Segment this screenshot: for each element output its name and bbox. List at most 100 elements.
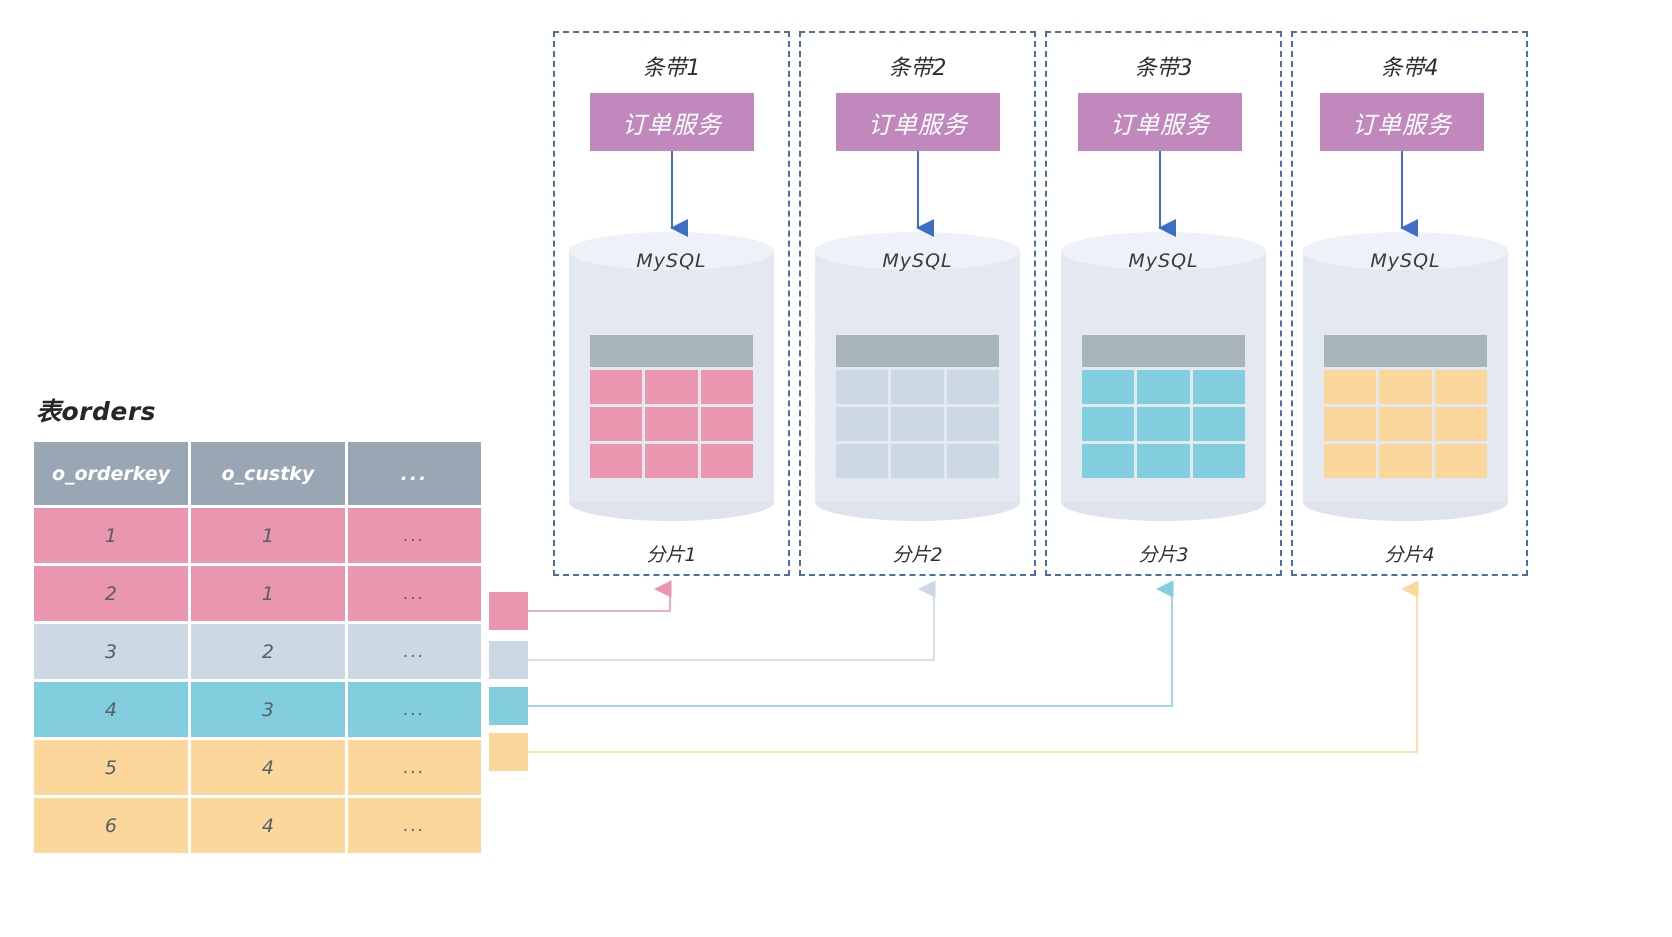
shard-mini-table-1 xyxy=(590,335,753,481)
shard-label-1: 分片1 xyxy=(646,544,697,566)
mini-cell xyxy=(645,444,698,478)
shard-label-3: 分片3 xyxy=(1138,544,1189,566)
mysql-cylinder-1: MySQL xyxy=(569,232,774,521)
mini-cell xyxy=(700,370,753,404)
stripe-panel-4 xyxy=(1291,31,1528,576)
mini-cell xyxy=(590,407,643,441)
mini-cell xyxy=(645,407,698,441)
cell-more: ... xyxy=(347,566,481,621)
mini-cell xyxy=(946,444,999,478)
mini-cell xyxy=(1082,444,1135,478)
mini-cell xyxy=(700,444,753,478)
page-title: 表orders xyxy=(36,397,157,426)
cell-more: ... xyxy=(347,798,481,853)
order-service-box-3[interactable]: 订单服务 xyxy=(1078,93,1242,151)
mini-cell xyxy=(645,370,698,404)
mini-cell xyxy=(891,407,944,441)
mini-cell xyxy=(836,444,889,478)
mini-cell xyxy=(1192,407,1245,441)
mini-cell xyxy=(836,370,889,404)
mysql-label-1: MySQL xyxy=(636,250,707,272)
mini-cell xyxy=(1137,444,1190,478)
stripe-panel-1 xyxy=(553,31,790,576)
shard-label-2: 分片2 xyxy=(892,544,943,566)
cell-o-orderkey: 3 xyxy=(34,624,188,679)
orders-table: o_orderkey o_custky ... 1 1 ... 2 1 ... … xyxy=(34,442,481,856)
table-row: 3 2 ... xyxy=(34,624,481,679)
mini-cell xyxy=(1324,407,1377,441)
column-header-o-orderkey: o_orderkey xyxy=(34,442,188,505)
cell-o-orderkey: 2 xyxy=(34,566,188,621)
mini-cell xyxy=(1324,444,1377,478)
stripe-label-2: 条带2 xyxy=(888,56,947,81)
table-header-row: o_orderkey o_custky ... xyxy=(34,442,481,505)
mini-cell xyxy=(891,370,944,404)
shard-mini-table-3 xyxy=(1082,335,1245,481)
stripe-label-1: 条带1 xyxy=(642,56,701,81)
table-row: 4 3 ... xyxy=(34,682,481,737)
cell-o-custky: 1 xyxy=(190,566,345,621)
mysql-label-4: MySQL xyxy=(1370,250,1441,272)
mini-cell xyxy=(891,444,944,478)
mini-cell xyxy=(1324,370,1377,404)
legend-swatch-shard-1 xyxy=(489,592,528,630)
cell-o-custky: 4 xyxy=(190,798,345,853)
shard-mini-table-2 xyxy=(836,335,999,481)
order-service-box-4[interactable]: 订单服务 xyxy=(1320,93,1484,151)
mini-cell xyxy=(946,407,999,441)
mini-cell xyxy=(1082,407,1135,441)
table-row: 2 1 ... xyxy=(34,566,481,621)
legend-swatch-shard-4 xyxy=(489,733,528,771)
mini-cell xyxy=(1434,444,1487,478)
connector-shard-3 xyxy=(528,580,1174,707)
legend-swatch-shard-3 xyxy=(489,687,528,725)
table-row: 1 1 ... xyxy=(34,508,481,563)
mysql-cylinder-2: MySQL xyxy=(815,232,1020,521)
connector-shard-4 xyxy=(528,580,1419,753)
legend-swatch-shard-2 xyxy=(489,641,528,679)
cell-o-orderkey: 5 xyxy=(34,740,188,795)
connector-shard-1 xyxy=(528,580,672,612)
cell-o-custky: 2 xyxy=(190,624,345,679)
stripe-label-4: 条带4 xyxy=(1380,56,1439,81)
mini-table-header xyxy=(1082,335,1245,367)
mini-cell xyxy=(590,444,643,478)
mini-cell xyxy=(1137,370,1190,404)
mini-cell xyxy=(700,407,753,441)
mini-table-header xyxy=(590,335,753,367)
mini-cell xyxy=(1192,444,1245,478)
mini-cell xyxy=(1379,407,1432,441)
order-service-box-2[interactable]: 订单服务 xyxy=(836,93,1000,151)
stripe-panel-2 xyxy=(799,31,1036,576)
cell-o-custky: 1 xyxy=(190,508,345,563)
mini-cell xyxy=(836,407,889,441)
mini-cell xyxy=(1082,370,1135,404)
cell-more: ... xyxy=(347,740,481,795)
shard-label-4: 分片4 xyxy=(1384,544,1435,566)
mini-cell xyxy=(1379,370,1432,404)
mini-cell xyxy=(1434,407,1487,441)
connector-shard-2 xyxy=(528,580,936,661)
cell-o-orderkey: 6 xyxy=(34,798,188,853)
cell-more: ... xyxy=(347,508,481,563)
mini-cell xyxy=(1379,444,1432,478)
mini-cell xyxy=(1192,370,1245,404)
mini-cell xyxy=(946,370,999,404)
cell-o-custky: 4 xyxy=(190,740,345,795)
cell-o-custky: 3 xyxy=(190,682,345,737)
table-row: 5 4 ... xyxy=(34,740,481,795)
cell-o-orderkey: 1 xyxy=(34,508,188,563)
cell-o-orderkey: 4 xyxy=(34,682,188,737)
cell-more: ... xyxy=(347,624,481,679)
mini-cell xyxy=(1434,370,1487,404)
mysql-label-3: MySQL xyxy=(1128,250,1199,272)
mini-table-header xyxy=(836,335,999,367)
mini-table-header xyxy=(1324,335,1487,367)
column-header-o-custky: o_custky xyxy=(190,442,345,505)
stripe-panel-3 xyxy=(1045,31,1282,576)
shard-mini-table-4 xyxy=(1324,335,1487,481)
mysql-cylinder-4: MySQL xyxy=(1303,232,1508,521)
mysql-label-2: MySQL xyxy=(882,250,953,272)
order-service-box-1[interactable]: 订单服务 xyxy=(590,93,754,151)
table-row: 6 4 ... xyxy=(34,798,481,853)
